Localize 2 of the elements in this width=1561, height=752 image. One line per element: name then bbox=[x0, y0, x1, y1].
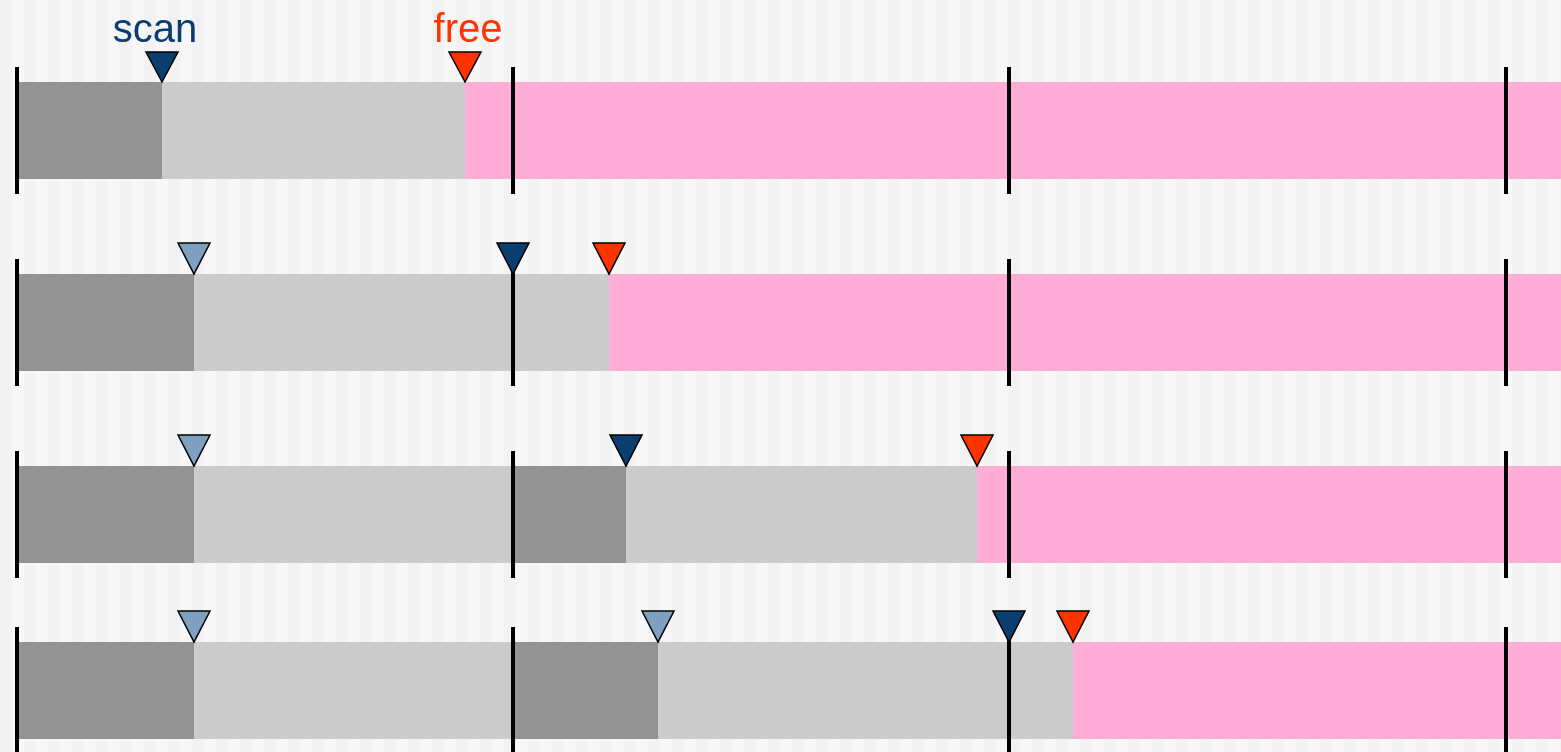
pointer-label: free bbox=[433, 6, 503, 50]
pointer-label: scan bbox=[112, 6, 198, 50]
